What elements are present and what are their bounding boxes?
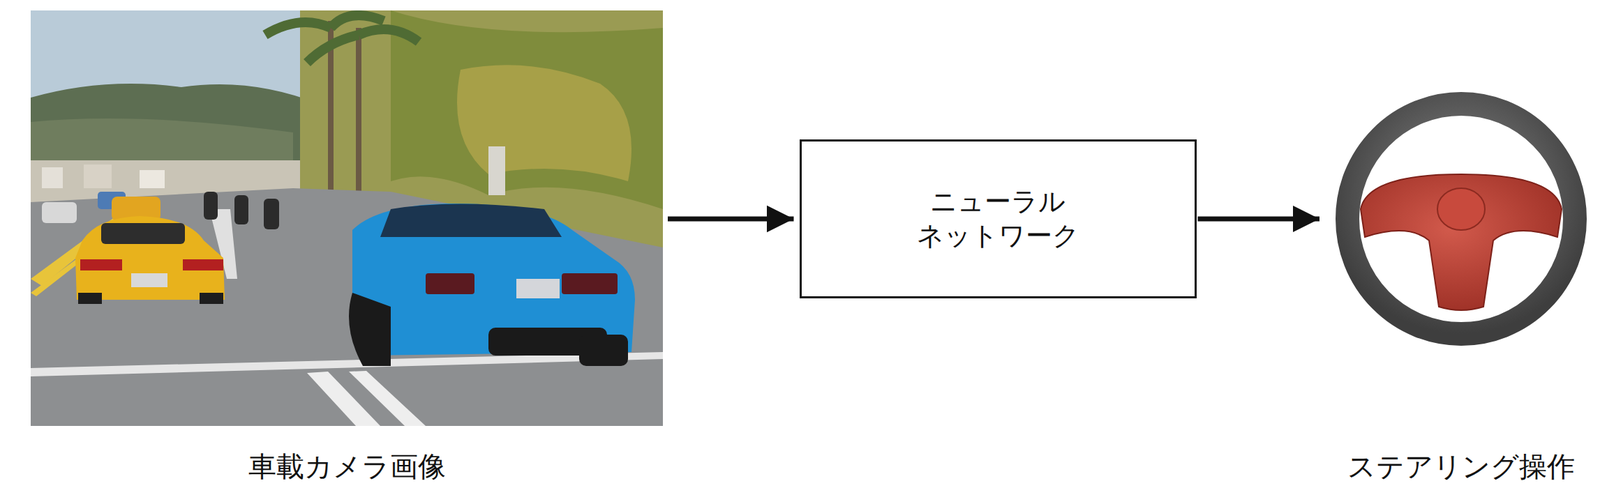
arrow-connector [1198,217,1321,222]
caption-text: 車載カメラ画像 [27,448,667,485]
camera-image: 車載カメラ画像 [27,10,667,485]
process-box: ニューラル ネットワーク [799,139,1197,299]
caption-text: ステアリング操作 [1325,448,1598,485]
arrow-connector [667,217,795,222]
box-label: ニューラル ネットワーク [905,184,1091,254]
steering-wheel-node: ステアリング操作 [1325,96,1598,485]
steering-wheel [1347,103,1575,335]
camera-photo [30,10,663,427]
